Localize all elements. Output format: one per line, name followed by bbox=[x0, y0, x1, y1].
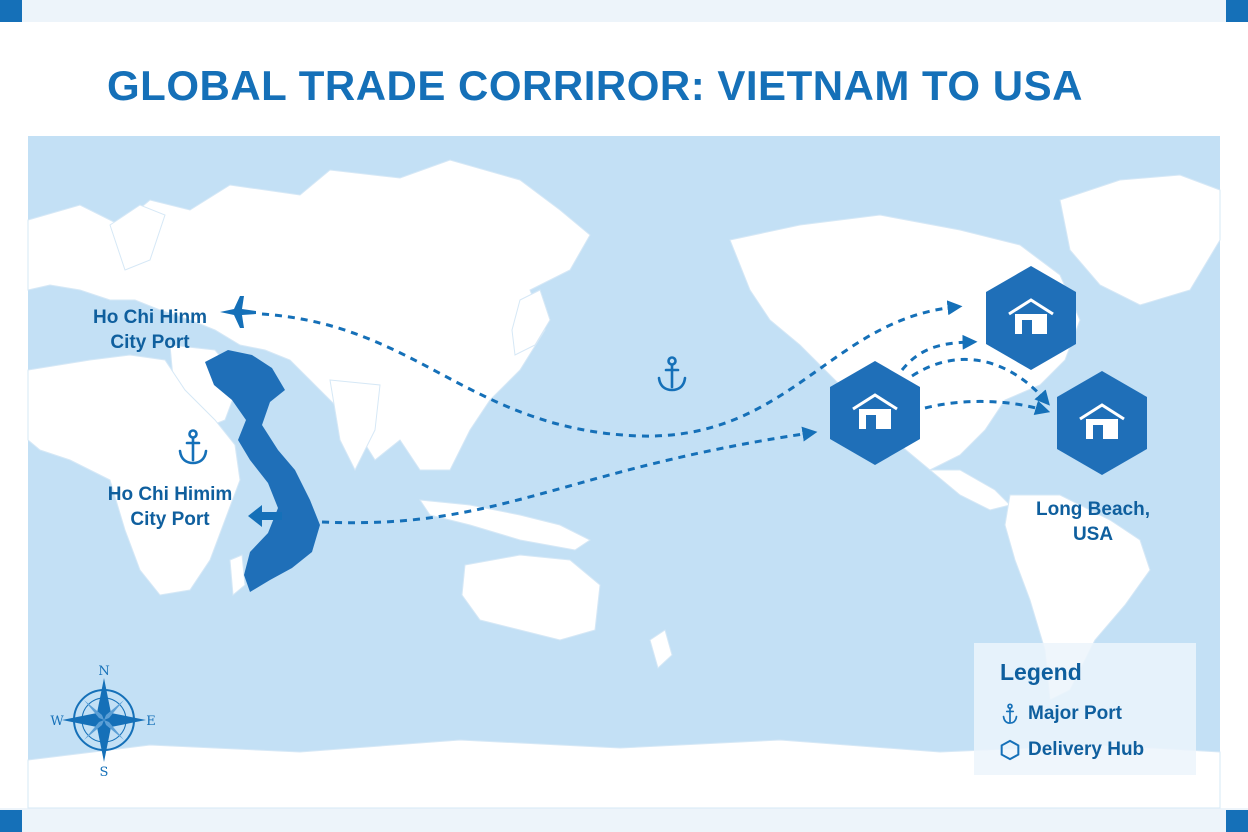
delivery-hub-north[interactable] bbox=[986, 266, 1076, 370]
legend-item-major-port: Major Port bbox=[1000, 696, 1196, 732]
route-hub-to-hub-2 bbox=[911, 357, 1050, 406]
legend-title: Legend bbox=[1000, 659, 1082, 685]
land-new-zealand bbox=[649, 629, 673, 669]
label-origin-top: Ho Chi Hinm City Port bbox=[70, 305, 230, 355]
corner-mark-top-right bbox=[1226, 0, 1248, 22]
anchor-icon-atlantic-africa bbox=[178, 429, 208, 465]
label-origin-bottom-line-1: Ho Chi Himim bbox=[107, 484, 233, 505]
legend-label-delivery-hub: Delivery Hub bbox=[1028, 739, 1145, 760]
delivery-hub-main[interactable] bbox=[830, 361, 920, 465]
legend-label-major-port: Major Port bbox=[1028, 703, 1122, 724]
land-north-america bbox=[729, 214, 1081, 471]
warehouse-icon bbox=[852, 393, 898, 429]
compass-s: S bbox=[100, 765, 109, 780]
label-destination: Long Beach, USA bbox=[1015, 497, 1171, 547]
vietnam-shape bbox=[205, 350, 320, 592]
delivery-hub-long-beach[interactable] bbox=[1057, 371, 1147, 475]
label-origin-top-line-1: Ho Chi Hinm bbox=[93, 307, 207, 328]
airplane-icon bbox=[220, 296, 256, 328]
legend: Legend Major Port Delivery Hub bbox=[974, 643, 1196, 775]
label-origin-top-line-2: City Port bbox=[110, 332, 190, 353]
compass-e: E bbox=[146, 714, 156, 729]
land-antarctica bbox=[27, 739, 1221, 809]
compass-n: N bbox=[98, 664, 109, 679]
route-hub-to-hub-1 bbox=[900, 334, 978, 371]
land-madagascar bbox=[229, 554, 246, 596]
land-indonesia bbox=[418, 499, 591, 551]
landmasses bbox=[27, 159, 1221, 809]
land-scandinavia bbox=[109, 204, 166, 271]
label-origin-bottom: Ho Chi Himim City Port bbox=[90, 482, 250, 532]
anchor-icon-pacific bbox=[657, 356, 687, 392]
warehouse-icon bbox=[1008, 298, 1054, 334]
route-hub-to-long-beach bbox=[924, 399, 1051, 416]
land-eurasia bbox=[27, 159, 591, 471]
hexagon-icon bbox=[1000, 739, 1020, 761]
bottom-band bbox=[0, 808, 1248, 832]
label-origin-bottom-line-2: City Port bbox=[130, 509, 210, 530]
compass-rose-icon: N S E W bbox=[50, 664, 155, 780]
warehouse-icon bbox=[1079, 403, 1125, 439]
corner-mark-bottom-left bbox=[0, 810, 22, 832]
land-greenland bbox=[1059, 174, 1221, 306]
top-band bbox=[0, 0, 1248, 22]
land-africa bbox=[27, 354, 241, 596]
label-destination-line-1: Long Beach, bbox=[1035, 499, 1150, 520]
land-india bbox=[329, 379, 381, 472]
route-air-to-hub-1 bbox=[261, 300, 963, 438]
anchor-icon bbox=[1002, 703, 1018, 724]
land-australia bbox=[461, 554, 601, 641]
corner-mark-bottom-right bbox=[1226, 810, 1248, 832]
origin-arrow-icon bbox=[248, 505, 282, 527]
compass-w: W bbox=[50, 714, 64, 729]
legend-item-delivery-hub: Delivery Hub bbox=[1000, 732, 1196, 768]
page-title: GLOBAL TRADE CORRIROR: VIETNAM TO USA bbox=[107, 62, 1083, 109]
corner-mark-top-left bbox=[0, 0, 22, 22]
route-sea-to-main-hub bbox=[321, 426, 818, 525]
trade-routes bbox=[261, 300, 1051, 525]
land-japan bbox=[511, 289, 551, 356]
label-destination-line-2: USA bbox=[1072, 524, 1114, 545]
